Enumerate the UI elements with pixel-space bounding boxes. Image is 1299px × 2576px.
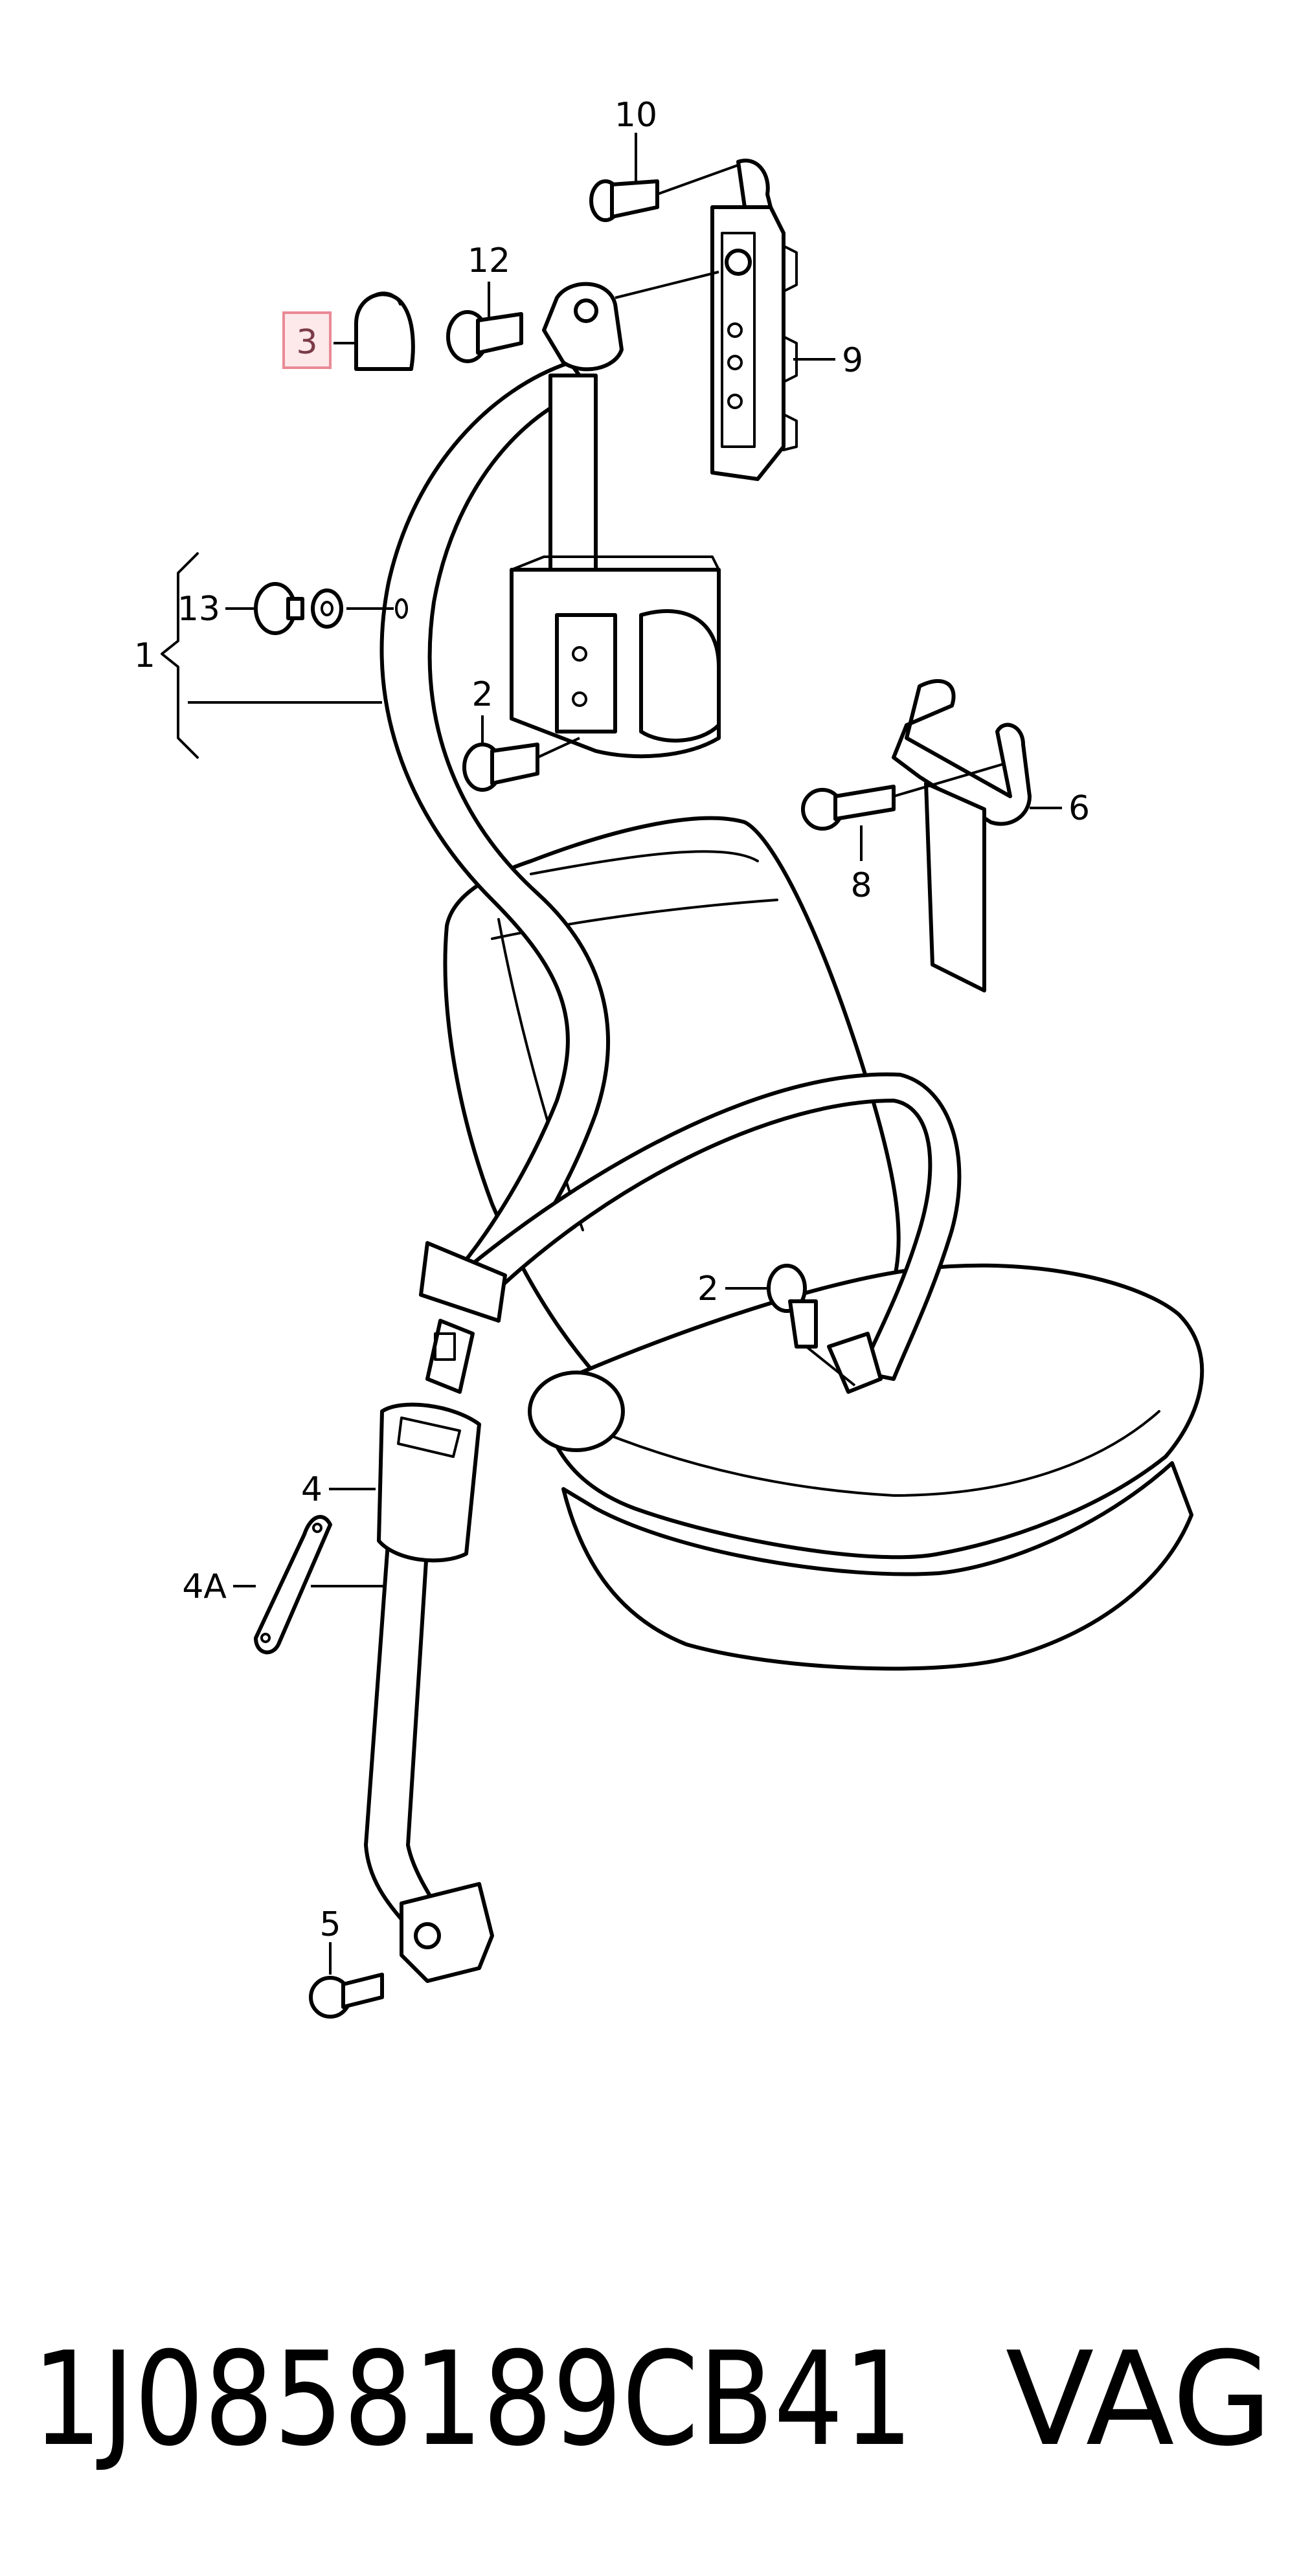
seat-cushion [536, 1263, 1204, 1560]
label-part-10[interactable]: 10 [615, 96, 657, 135]
seat-base [561, 1461, 1193, 1671]
label-part-3[interactable]: 3 [296, 323, 317, 362]
part-4-buckle [377, 1402, 481, 1563]
part-3-highlight-box [282, 311, 332, 369]
part-9-height-adjuster [710, 159, 798, 481]
belt-lap-webbing [464, 1072, 962, 1381]
label-part-2-upper[interactable]: 2 [471, 675, 493, 714]
part-8-screw [801, 763, 1004, 831]
label-part-9[interactable]: 9 [842, 341, 863, 380]
part-1-bracket [161, 552, 382, 759]
label-part-4[interactable]: 4 [301, 1470, 322, 1509]
label-part-13[interactable]: 13 [177, 590, 220, 629]
part-3-cap [354, 291, 415, 371]
part-labels: 10 12 3 9 13 1 2 6 8 2 4 4A 5 [134, 96, 1090, 1944]
part-2-bolt-upper [462, 737, 580, 792]
buckle-strap [364, 1532, 455, 1938]
label-part-12[interactable]: 12 [468, 241, 510, 280]
part-13-pin-washer [254, 582, 408, 635]
seat-side-pad [528, 1371, 625, 1452]
part-2-bolt-lower [767, 1264, 883, 1394]
footer-brand: VAG [1006, 2324, 1272, 2475]
label-part-8[interactable]: 8 [850, 866, 872, 905]
footer-part-number: 1J0858189CB41 [32, 2324, 913, 2475]
label-part-2-lower[interactable]: 2 [697, 1270, 719, 1308]
part-4a-plate [254, 1515, 385, 1655]
label-part-4a[interactable]: 4A [182, 1567, 227, 1606]
belt-retractor [510, 374, 721, 759]
part-5-bolt [309, 1973, 384, 2019]
label-part-5[interactable]: 5 [319, 1905, 341, 1944]
floor-anchor [400, 1882, 494, 1983]
part-12-bolt-and-anchor [446, 271, 719, 372]
label-part-1[interactable]: 1 [134, 636, 155, 675]
part-6-belt-guide [892, 678, 1032, 992]
label-part-6[interactable]: 6 [1068, 789, 1090, 828]
leader-lines [225, 133, 1062, 1975]
seat-belt-webbing [364, 361, 962, 1938]
part-10-bolt [589, 164, 739, 222]
belt-tongue [419, 1241, 507, 1394]
